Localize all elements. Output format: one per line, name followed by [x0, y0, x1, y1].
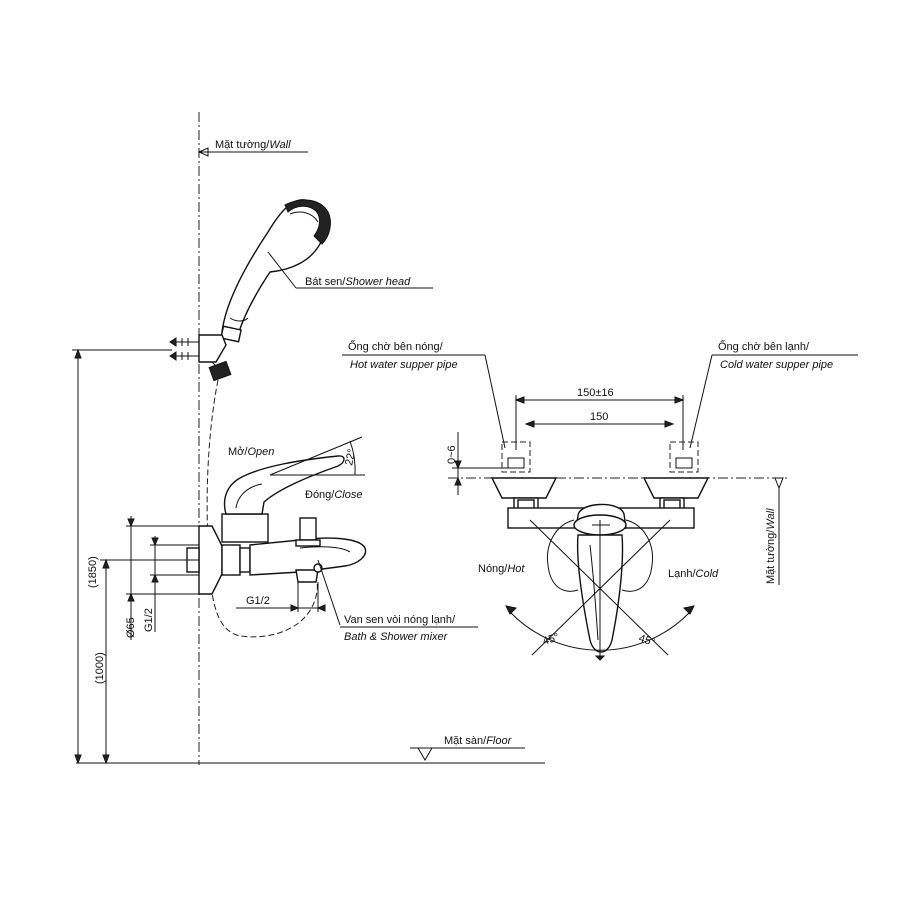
cold-pipe-stub	[669, 441, 699, 473]
floor-label: Mặt sàn/Floor	[410, 735, 525, 761]
mixer-label: Van sen vòi nóng lạnh/ Bath & Shower mix…	[317, 559, 478, 643]
shower-head-label-vi: Bát sen/	[305, 276, 346, 288]
svg-text:Van sen vòi nóng lạnh/: Van sen vòi nóng lạnh/	[344, 614, 456, 626]
wall-label: Mặt tường/Wall	[197, 139, 308, 157]
height-1850-dim: (1850)	[72, 348, 172, 765]
cold-label-vi: Lạnh/	[668, 568, 696, 580]
svg-text:Bát sen/Shower head: Bát sen/Shower head	[305, 276, 411, 288]
shower-hose	[206, 379, 318, 638]
hot-label-en: Hot	[507, 563, 525, 575]
close-label-en: Close	[334, 489, 362, 501]
offset-value: 0~6	[446, 445, 458, 464]
side-wall-label-en: Wall	[765, 508, 777, 530]
cold-label-en: Cold	[696, 568, 720, 580]
svg-text:Mặt tường/Wall: Mặt tường/Wall	[215, 139, 291, 151]
hot-pipe-label: Ống chờ bên nóng/ Hot water supper pipe	[342, 339, 506, 449]
floor-label-vi: Mặt sàn/	[444, 735, 487, 747]
angle-right-value: 45°	[637, 632, 657, 649]
rotation-arc	[505, 519, 695, 661]
floor-label-en: Floor	[486, 735, 512, 747]
wall-label-en: Wall	[269, 139, 291, 151]
side-wall-label-vi: Mặt tường/	[765, 529, 777, 584]
angle-left-value: 45°	[541, 631, 561, 648]
svg-text:Mặt tường/Wall: Mặt tường/Wall	[765, 508, 777, 584]
left-thread-value: G1/2	[143, 608, 155, 632]
spacing-dim: 150	[524, 411, 675, 428]
close-label: Đóng/Close	[305, 489, 362, 501]
mixer-height-value: (1000)	[94, 652, 106, 684]
close-label-vi: Đóng/	[305, 489, 335, 501]
shower-head-label: Bát sen/Shower head	[267, 251, 433, 289]
cold-pipe-label-en: Cold water supper pipe	[720, 359, 833, 371]
left-thread-dim: G1/2	[143, 536, 200, 632]
handle-angle-value: 22°	[343, 448, 358, 467]
diameter-dim: Ø65	[125, 516, 199, 640]
total-height-value: (1850)	[87, 556, 99, 588]
diameter-value: Ø65	[125, 617, 137, 638]
svg-text:Ống chờ bên lạnh/: Ống chờ bên lạnh/	[718, 339, 810, 353]
spacing-value: 150	[590, 411, 608, 423]
spacing-tolerance-value: 150±16	[577, 387, 614, 399]
open-label-en: Open	[247, 446, 274, 458]
bottom-thread-dim: G1/2	[236, 582, 326, 612]
svg-text:Ống chờ bên nóng/: Ống chờ bên nóng/	[348, 339, 444, 353]
cold-pipe-label-vi: Ống chờ bên lạnh/	[718, 339, 810, 353]
hot-label: Nóng/Hot	[478, 563, 525, 575]
hot-pipe-stub	[501, 441, 531, 473]
bottom-thread-value: G1/2	[246, 595, 270, 607]
height-1000-dim: (1000)	[94, 558, 199, 765]
wall-bracket	[169, 334, 232, 382]
shower-head	[220, 199, 331, 343]
hot-pipe-label-vi: Ống chờ bên nóng/	[348, 339, 444, 353]
spacing-tolerance-dim: 150±16	[514, 387, 685, 450]
mixer-side-view	[198, 455, 367, 595]
wall-label-vi: Mặt tường/	[215, 139, 270, 151]
mixer-label-vi: Van sen vòi nóng lạnh/	[344, 614, 456, 626]
cold-pipe-label: Ống chờ bên lạnh/ Cold water supper pipe	[689, 339, 858, 449]
offset-dim: 0~6	[446, 432, 510, 495]
open-label: Mở/Open	[228, 446, 274, 458]
mixer-front-view	[507, 503, 695, 653]
handle-angle: 22°	[269, 436, 365, 476]
cold-label: Lạnh/Cold	[668, 568, 719, 580]
open-label-vi: Mở/	[228, 446, 248, 458]
shower-head-label-en: Shower head	[345, 276, 411, 288]
side-wall-label: Mặt tường/Wall	[765, 477, 784, 585]
svg-text:Mặt sàn/Floor: Mặt sàn/Floor	[444, 735, 513, 747]
hot-pipe-label-en: Hot water supper pipe	[350, 359, 458, 371]
hot-label-vi: Nóng/	[478, 563, 508, 575]
mixer-label-en: Bath & Shower mixer	[344, 631, 449, 643]
